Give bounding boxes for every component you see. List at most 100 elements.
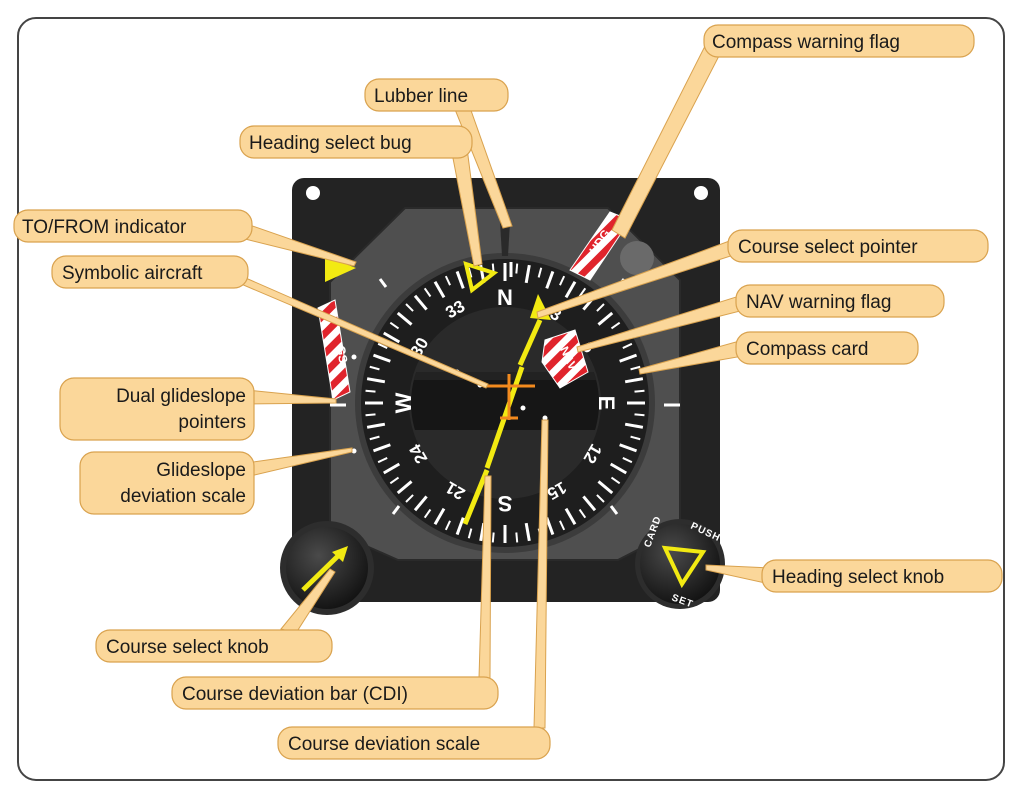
compass-tick [396, 311, 413, 326]
callout-dual-glideslope-pointers: Dual glideslope pointers [59, 377, 255, 441]
compass-tick [413, 294, 428, 311]
compass-tick [564, 507, 577, 525]
compass-tick [372, 353, 391, 363]
compass-tick [467, 528, 473, 539]
compass-tick [597, 480, 614, 495]
to-from-indicator [325, 256, 356, 282]
compass-tick [433, 281, 446, 299]
compass-tick [413, 495, 428, 512]
compass-tick [619, 443, 638, 453]
mount-hole-icon [694, 186, 708, 200]
compass-tick [630, 435, 641, 441]
callout-heading-select-knob: Heading select knob [761, 559, 1003, 593]
compass-tick [383, 331, 401, 344]
compass-tick [423, 508, 432, 519]
indicator-lamp-icon [620, 241, 654, 275]
compass-tick [372, 443, 391, 453]
compass-tick [377, 457, 388, 464]
compass-tick [597, 311, 614, 326]
compass-tick [366, 377, 386, 384]
label-symbolic-aircraft: Symbolic aircraft [62, 263, 203, 284]
callout-lubber-line: Lubber line [364, 78, 509, 112]
label-course-deviation-scale: Course deviation scale [288, 734, 480, 755]
callout-heading-select-bug: Heading select bug [239, 125, 473, 159]
callout-nav-warning-flag: NAV warning flag [735, 284, 945, 318]
heading-select-knob[interactable]: PUSH CARD SET [635, 514, 725, 610]
compass-tick [596, 303, 605, 312]
compass-tick [369, 435, 380, 441]
compass-tick [377, 342, 388, 349]
callout-compass-card: Compass card [735, 331, 919, 365]
compass-tick [389, 321, 400, 330]
compass-tick [423, 287, 432, 298]
symbolic-aircraft [483, 374, 535, 420]
label-glideslope-scale-line2: deviation scale [120, 486, 246, 507]
compass-card: N E S W 3 6 12 15 21 24 30 33 [355, 253, 655, 553]
compass-tick [396, 480, 413, 495]
label-glideslope-scale-line1: Glideslope [156, 460, 246, 481]
compass-tick [515, 532, 519, 543]
label-dual-glideslope-line2: pointers [178, 412, 246, 433]
card-label-w: W [391, 392, 416, 413]
label-course-deviation-bar: Course deviation bar (CDI) [182, 684, 408, 705]
compass-tick [596, 494, 605, 503]
compass-tick [634, 389, 645, 393]
compass-tick [405, 494, 414, 503]
heading-bug-icon [661, 545, 707, 589]
compass-tick [369, 365, 380, 371]
glideslope-warning-flag: GS [317, 299, 351, 401]
label-course-select-knob: Course select knob [106, 637, 269, 658]
compass-tick [365, 389, 376, 393]
card-label-e: E [594, 396, 619, 411]
compass-tick [366, 422, 386, 429]
compass-tick [537, 267, 543, 278]
compass-tick [630, 365, 641, 371]
compass-tick [515, 263, 519, 274]
callout-course-deviation-scale: Course deviation scale [277, 726, 551, 760]
compass-tick [455, 270, 465, 289]
label-to-from-indicator: TO/FROM indicator [22, 217, 187, 238]
gs-flag-label: GS [334, 345, 351, 365]
card-label-s: S [498, 491, 513, 516]
lubber-line [500, 222, 513, 277]
compass-tick [491, 532, 495, 543]
compass-tick [433, 507, 446, 525]
compass-tick [524, 522, 531, 542]
callout-to-from-indicator: TO/FROM indicator [13, 209, 253, 243]
nav-warning-flag: NAV [541, 329, 589, 389]
label-dual-glideslope-line1: Dual glideslope [116, 386, 246, 407]
compass-tick [365, 413, 376, 417]
compass-tick [455, 517, 465, 536]
callout-course-select-knob: Course select knob [95, 629, 333, 663]
compass-tick [582, 495, 597, 512]
glideslope-deviation-scale [351, 354, 357, 454]
card-label-n: N [497, 285, 513, 310]
label-heading-select-knob: Heading select knob [772, 567, 944, 588]
compass-tick [622, 457, 633, 464]
compass-tick [383, 462, 401, 475]
label-compass-warning-flag: Compass warning flag [712, 32, 900, 53]
compass-tick [524, 264, 531, 284]
mount-hole-icon [306, 186, 320, 200]
compass-tick [545, 270, 555, 289]
heading-select-bug [463, 261, 499, 294]
compass-tick [444, 520, 451, 531]
course-select-knob[interactable] [280, 521, 374, 615]
compass-tick [624, 377, 644, 384]
label-nav-warning-flag: NAV warning flag [746, 292, 891, 313]
arrow-head-icon [332, 546, 348, 562]
compass-tick [619, 353, 638, 363]
compass-tick [622, 342, 633, 349]
compass-tick [559, 275, 566, 286]
compass-tick [624, 422, 644, 429]
compass-tick [610, 321, 621, 330]
compass-tick [389, 476, 400, 485]
compass-tick [545, 517, 555, 536]
label-lubber-line: Lubber line [374, 86, 468, 107]
compass-tick [609, 462, 627, 475]
compass-tick [634, 413, 645, 417]
compass-tick [444, 275, 451, 286]
compass-tick [578, 508, 587, 519]
